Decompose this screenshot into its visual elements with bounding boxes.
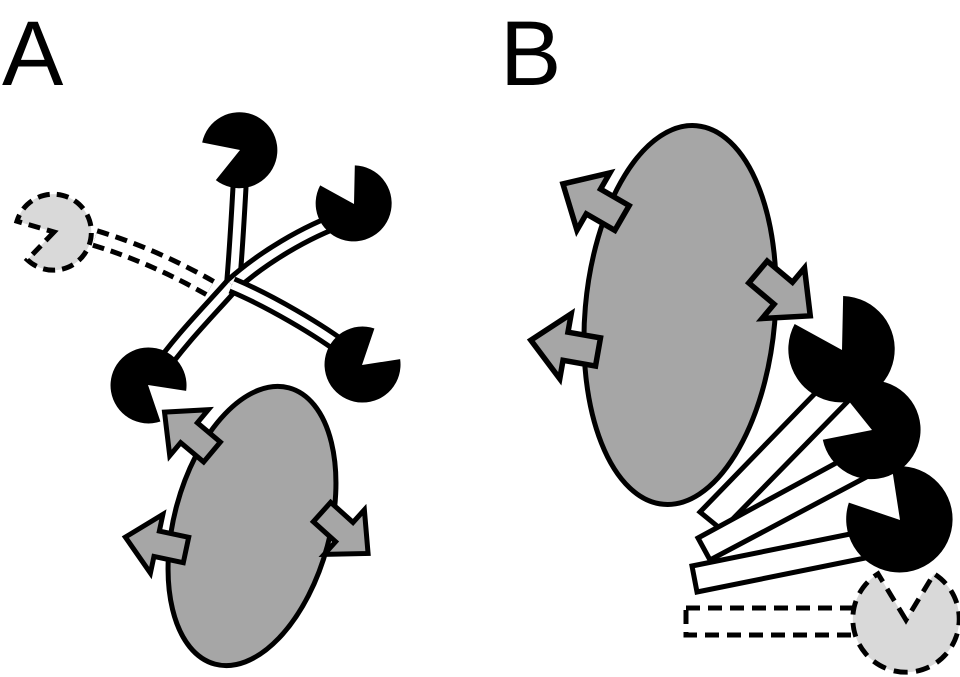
panel-a-cell-group xyxy=(119,368,388,677)
stalk-inactive-inner xyxy=(95,238,210,288)
motor-head-b-inactive xyxy=(853,574,959,672)
motor-head-top xyxy=(196,102,288,197)
panel-b: B xyxy=(500,3,960,672)
panel-a: A xyxy=(2,3,412,677)
motor-head-right-upper xyxy=(305,156,406,255)
panel-a-stalks xyxy=(95,178,348,372)
panel-a-label: A xyxy=(2,3,64,105)
panel-b-label: B xyxy=(500,3,561,105)
stalk-right-lower-inner xyxy=(232,285,348,352)
panel-a-motor-heads xyxy=(12,102,411,436)
motor-head-inactive xyxy=(12,186,100,278)
stalk-b-inactive xyxy=(686,608,865,635)
